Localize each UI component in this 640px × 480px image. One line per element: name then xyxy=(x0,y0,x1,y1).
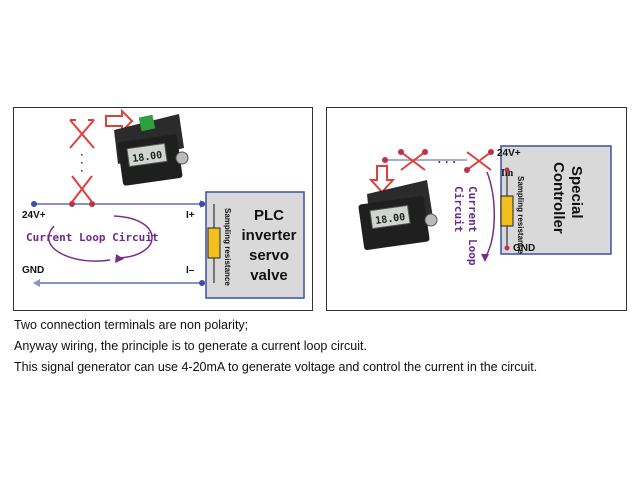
loop-arrow-vertical xyxy=(484,171,495,259)
caption-principle: Anyway wiring, the principle is to gener… xyxy=(14,339,367,353)
device-line-1: PLC xyxy=(254,207,284,224)
left-wiring-diagram: · · · 18.00 Current Loop Circuit 24V+ GN… xyxy=(13,107,313,311)
dots-bottom: · xyxy=(80,166,83,177)
controller-line-2: Controller xyxy=(550,162,567,234)
node-24v xyxy=(31,201,37,207)
loop-arrowhead xyxy=(115,254,124,263)
node-i-plus xyxy=(199,201,205,207)
sampling-label: Sampling resistance xyxy=(223,208,232,286)
right-wiring-diagram: · · · 18.00 Current Loop Circuit 24V+ Ii… xyxy=(326,107,627,311)
caption-usage: This signal generator can use 4-20mA to … xyxy=(14,360,538,374)
loop-label-line1: Current Loop xyxy=(466,186,479,266)
node-r1 xyxy=(382,157,388,163)
label-24v: 24V+ xyxy=(22,210,46,221)
loop-label-line2: Circuit xyxy=(452,186,465,232)
device-line-3: servo xyxy=(249,247,289,264)
label-gnd: GND xyxy=(22,265,44,276)
loop-arrowhead-right xyxy=(481,254,489,262)
label-24v-right: 24V+ xyxy=(497,148,521,159)
node-left-b xyxy=(89,201,95,207)
sampling-resistor-right xyxy=(500,195,514,227)
wire-gnd-arrow xyxy=(33,279,40,287)
controller-line-1: Special xyxy=(568,166,585,219)
label-i-minus: I– xyxy=(186,265,195,276)
crossed-leads-bottom xyxy=(71,175,93,203)
node-gnd-right xyxy=(504,245,510,251)
loop-arrow-right xyxy=(113,215,153,259)
node-r2 xyxy=(398,149,404,155)
device-line-2: inverter xyxy=(241,227,296,244)
node-iin xyxy=(504,167,510,173)
sampling-label-right: Sampling resistance xyxy=(516,176,525,254)
label-i-plus: I+ xyxy=(186,210,195,221)
sampling-resistor xyxy=(207,227,221,259)
crossed-leads-top xyxy=(69,119,95,149)
crossed-leads-right xyxy=(400,151,492,171)
left-diagram-svg: · · · 18.00 Current Loop Circuit 24V+ GN… xyxy=(22,108,305,299)
node-r5 xyxy=(488,149,494,155)
meter-display-value: 18.00 xyxy=(132,150,163,165)
plc-device-box xyxy=(205,191,305,299)
meter-display-value-right: 18.00 xyxy=(375,212,406,227)
insert-arrow-down xyxy=(368,165,396,194)
loop-arrow-left xyxy=(47,225,111,262)
insert-arrow xyxy=(105,108,134,134)
meter-device: 18.00 xyxy=(114,114,189,186)
node-i-minus xyxy=(199,280,205,286)
green-connector xyxy=(138,114,156,132)
meter-device-right: 18.00 xyxy=(358,180,438,250)
node-r4 xyxy=(464,167,470,173)
node-r3 xyxy=(422,149,428,155)
device-line-4: valve xyxy=(250,267,288,284)
loop-label: Current Loop Circuit xyxy=(26,231,158,244)
dots-mid: · xyxy=(80,158,83,169)
right-diagram-svg: · · · 18.00 Current Loop Circuit 24V+ Ii… xyxy=(358,145,612,266)
dots-top: · xyxy=(80,150,83,161)
knob-icon-right xyxy=(424,213,438,227)
dots-right: · · · xyxy=(438,155,457,169)
label-gnd-right: GND xyxy=(513,243,535,254)
caption-polarity: Two connection terminals are non polarit… xyxy=(14,318,249,332)
knob-icon xyxy=(175,151,189,165)
node-left-a xyxy=(69,201,75,207)
